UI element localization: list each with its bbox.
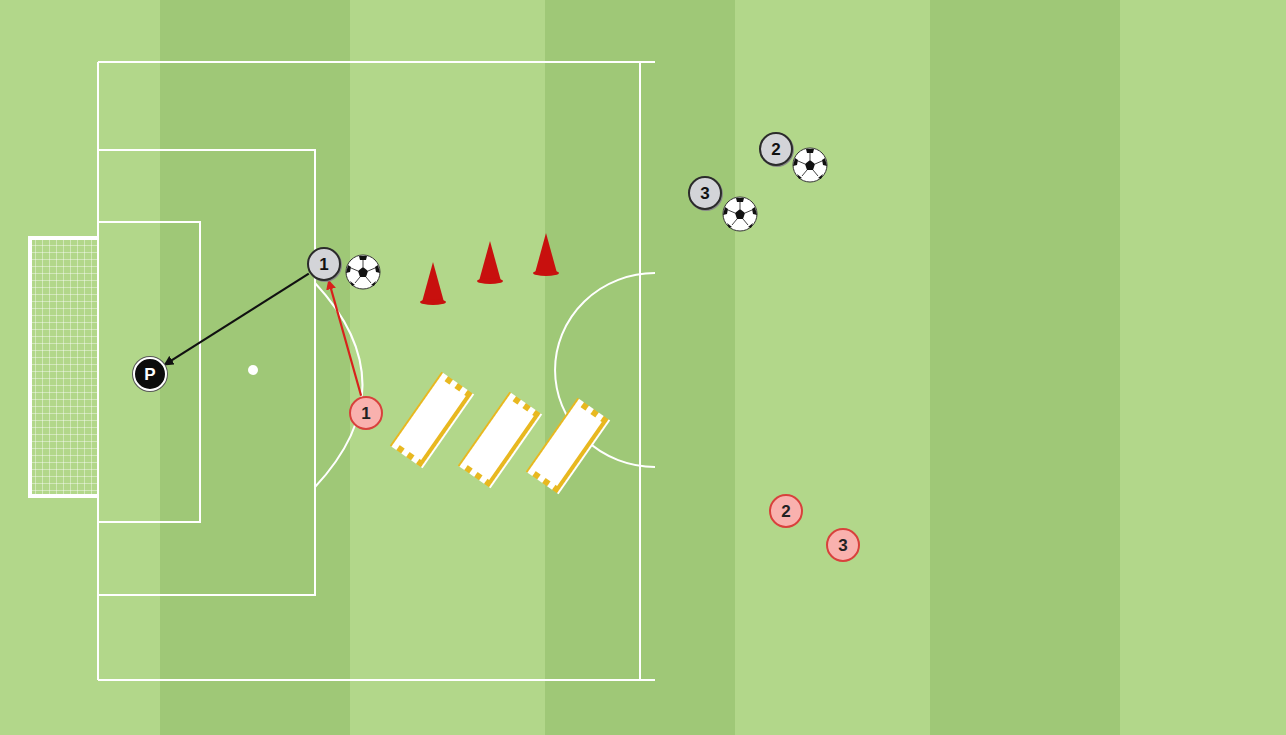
defender-marker: 2	[769, 494, 803, 528]
balls	[346, 148, 827, 289]
player-number: 2	[781, 503, 790, 520]
player-number: 1	[361, 405, 370, 422]
cones	[420, 233, 559, 305]
player-number: 3	[700, 185, 709, 202]
goalkeeper-marker: P	[133, 357, 167, 391]
run-arrow	[329, 281, 361, 395]
defender-marker: 1	[349, 396, 383, 430]
mannequins	[390, 372, 610, 495]
player-marker: 1	[307, 247, 341, 281]
player-number: 2	[771, 141, 780, 158]
player-marker: 2	[759, 132, 793, 166]
player-number: 3	[838, 537, 847, 554]
player-number: 1	[319, 256, 328, 273]
player-marker: 3	[688, 176, 722, 210]
defender-marker: 3	[826, 528, 860, 562]
player-number: P	[144, 366, 155, 383]
goal	[30, 238, 98, 496]
pass-arrow	[165, 274, 309, 365]
